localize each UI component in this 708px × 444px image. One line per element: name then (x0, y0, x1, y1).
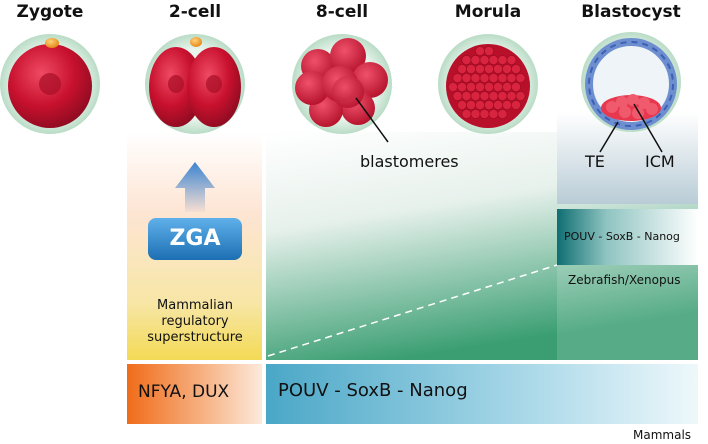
morula-cell (511, 64, 521, 74)
morula-cell (502, 100, 512, 110)
morula-cell (484, 64, 494, 74)
zga-label: ZGA (169, 226, 221, 251)
morula-cell (479, 73, 490, 83)
morula-cell (457, 82, 467, 92)
morula-cell (488, 91, 499, 101)
morula-cell (470, 55, 481, 65)
morula-cell (506, 73, 517, 83)
stage-label-morula: Morula (454, 2, 522, 22)
zebrafish-factors-box (557, 209, 698, 265)
morula-cell (475, 100, 485, 110)
morula-cell (506, 91, 517, 101)
morula-cell (466, 64, 476, 74)
mammals-label: Mammals (633, 428, 692, 442)
morula-cell (461, 109, 472, 119)
morula-cell (497, 109, 508, 119)
morula-cell (515, 91, 526, 101)
morula-cell (502, 64, 512, 74)
morula-cell (488, 55, 499, 65)
morula-cell (484, 46, 494, 56)
morula-cell (488, 109, 499, 119)
morula-cell (511, 100, 521, 110)
morula-cell (497, 55, 508, 65)
morula-cell (506, 55, 517, 65)
morula-cell (484, 100, 494, 110)
morula-cell (452, 91, 463, 101)
morula-cell (511, 82, 521, 92)
morula-cell (479, 109, 490, 119)
stage-label-zygote: Zygote (16, 2, 84, 22)
morula-cell (461, 73, 472, 83)
morula-cell (452, 73, 463, 83)
morula-cell (470, 73, 481, 83)
morula-embryo (438, 34, 538, 134)
morula-cell (493, 100, 503, 110)
mammal-factors-bar (266, 364, 698, 424)
zga-arrow (175, 162, 215, 212)
two-cell-embryo (145, 34, 245, 134)
blastocyst-embryo (581, 32, 681, 153)
te-label: TE (585, 152, 605, 171)
morula-cell (497, 73, 508, 83)
morula-cell (475, 82, 485, 92)
icm-label: ICM (645, 152, 675, 171)
zebrafish-species-box (557, 265, 698, 360)
stage-label-blastocyst: Blastocyst (581, 2, 681, 22)
morula-cell (466, 100, 476, 110)
morula-cell (466, 82, 476, 92)
morula-cell (457, 100, 467, 110)
morula-cell (479, 91, 490, 101)
morula-cell (461, 55, 472, 65)
zga-box (148, 218, 242, 260)
morula-cell (488, 73, 499, 83)
morula-cell (457, 64, 467, 74)
mammalian-regulatory-label: Mammalian regulatory superstructure (147, 298, 243, 345)
morula-cell (484, 82, 494, 92)
morula-cell (479, 55, 490, 65)
nfya-dux-bar (127, 364, 262, 424)
mammal-factors-label: POUV - SoxB - Nanog (278, 380, 468, 401)
zebrafish-species-label: Zebrafish/Xenopus (568, 273, 681, 287)
eight-cell-embryo (292, 34, 392, 143)
morula-cell (493, 82, 503, 92)
morula-cell (475, 64, 485, 74)
zygote-embryo (0, 34, 100, 134)
morula-cell (502, 82, 512, 92)
stage-label-two-cell: 2-cell (168, 2, 222, 22)
morula-cell (448, 82, 458, 92)
morula-cell (515, 73, 526, 83)
zebrafish-factors-label: POUV - SoxB - Nanog (564, 230, 680, 243)
morula-cell (470, 91, 481, 101)
nfya-dux-label: NFYA, DUX (138, 382, 230, 402)
morula-cell (493, 64, 503, 74)
morula-cell (497, 91, 508, 101)
dashed-divider (267, 264, 558, 357)
morula-cell (461, 91, 472, 101)
morula-cell (470, 109, 481, 119)
blastomeres-label: blastomeres (360, 152, 459, 171)
stage-label-eight-cell: 8-cell (315, 2, 369, 22)
morula-cell (475, 46, 485, 56)
